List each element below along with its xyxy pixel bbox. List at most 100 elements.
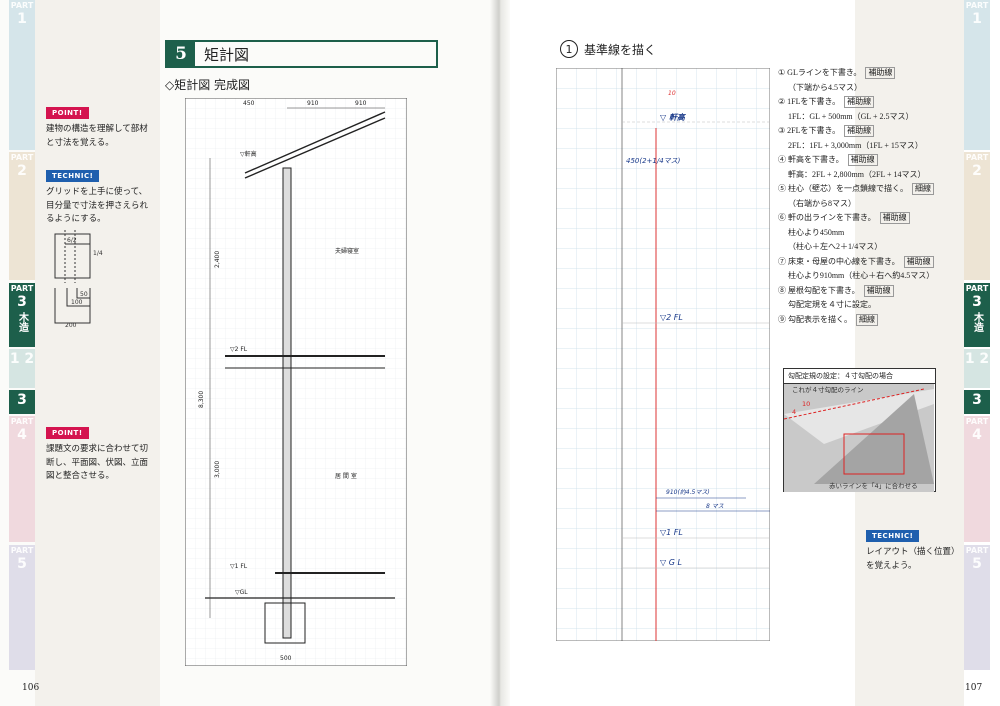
photo-label: 赤いラインを「4」に合わせる (829, 481, 918, 490)
step-text: 勾配表示を描く。 (788, 314, 852, 324)
step-text: 屋根勾配を下書き。 (788, 285, 860, 295)
step-detail: （柱心＋左へ2＋1/4マス） (788, 242, 883, 251)
dim-label: 2,400 (214, 251, 221, 268)
step-num: ⑨ (778, 314, 786, 324)
level-label: ▽1 FL (660, 528, 683, 537)
instruction-item: ⑤ 柱心（壁芯）を一点鎖線で描く。細線（右端から8マス） (778, 182, 962, 211)
diagram-label: 1/4 (93, 250, 103, 257)
step-detail: 軒高：2FL + 2,800mm（2FL + 14マス） (788, 169, 926, 179)
line-type-tag: 補助線 (863, 284, 894, 297)
instruction-item: ④ 軒高を下書き。補助線軒高：2FL + 2,800mm（2FL + 14マス） (778, 153, 962, 182)
instruction-item: ⑥ 軒の出ラインを下書き。補助線柱心より450mm（柱心＋左へ2＋1/4マス） (778, 211, 962, 255)
right-sidebar (855, 0, 964, 706)
tab-number: 4 (972, 426, 982, 443)
step-detail: （右端から8マス） (788, 198, 856, 208)
tab-number: 5 (17, 555, 27, 572)
step-num: ③ (778, 126, 786, 135)
step-num: ④ (778, 155, 786, 164)
part-tab[interactable]: 1 2 (964, 349, 990, 388)
line-type-tag: 補助線 (903, 255, 934, 268)
dim-label: 910 (355, 100, 367, 107)
dim-label: 8,300 (198, 391, 205, 408)
line-type-tag: 補助線 (844, 96, 875, 108)
tab-label: 木造 (16, 311, 28, 332)
step-title: 基準線を描く (584, 42, 657, 57)
part-tab[interactable]: 3 (964, 390, 990, 414)
point-text: 課題文の要求に合わせて切断し、平面図、伏図、立面図と整合させる。 (46, 444, 149, 482)
technic-text: レイアウト（描く位置）を覚えよう。 (866, 547, 960, 571)
point-note-1: POINT! 建物の構造を理解して部材と寸法を覚える。 (46, 100, 150, 150)
step-num: ⑤ (778, 184, 786, 193)
dim-label: 450(2+1/4マス) (626, 157, 681, 165)
level-label: ▽2 FL (230, 346, 248, 353)
room-label: 居 間 室 (335, 472, 357, 480)
tab-number: 1 2 (9, 351, 35, 367)
step-text: 1FLを下書き。 (787, 97, 841, 106)
step-num: ① (778, 68, 786, 77)
step-num: ⑦ (778, 256, 786, 266)
point-badge: POINT! (46, 427, 89, 439)
level-label: ▽1 FL (230, 563, 248, 570)
section-number: 5 (167, 42, 195, 66)
step-number: 1 (560, 40, 578, 58)
point-text: 建物の構造を理解して部材と寸法を覚える。 (46, 124, 148, 148)
level-label: ▽軒高 (240, 150, 257, 158)
dim-label: 500 (280, 655, 292, 662)
tab-part: PART (10, 153, 34, 162)
dim-label: 3,000 (214, 461, 221, 478)
tab-part: PART (10, 546, 34, 555)
step-heading: 1 基準線を描く (560, 40, 656, 58)
step-detail: 2FL：1FL + 3,000mm（1FL + 15マス） (788, 140, 923, 150)
dim-label: 910 (307, 100, 319, 107)
section-heading: 5 矩計図 (165, 40, 438, 68)
section-title: 矩計図 (204, 45, 250, 64)
level-label: ▽ 軒高 (660, 113, 687, 122)
ratio-label: 10 (802, 400, 810, 408)
technic-note-right: TECHNIC! レイアウト（描く位置）を覚えよう。 (866, 523, 961, 573)
drawing-subtitle: ◇矩計図 完成図 (165, 78, 251, 92)
tab-number: 1 (17, 10, 27, 27)
diagram-label: 200 (65, 322, 77, 328)
tab-number: 2 (17, 162, 27, 179)
level-label: ▽ G L (660, 558, 682, 567)
tab-number: 1 2 (964, 351, 990, 367)
step-num: ⑧ (778, 285, 786, 295)
tab-number: 4 (17, 426, 27, 443)
instruction-item: ① GLラインを下書き。補助線（下端から4.5マス） (778, 66, 962, 95)
step-text: GLラインを下書き。 (787, 68, 862, 77)
step-detail: 勾配定規を４寸に設定。 (788, 300, 876, 309)
tab-part: PART (965, 1, 989, 10)
book-gutter (490, 0, 510, 706)
line-type-tag: 補助線 (844, 125, 875, 137)
step-text: 床束・母屋の中心線を下書き。 (788, 256, 900, 266)
step-detail: 柱心より910mm（柱心＋右へ約4.5マス） (788, 271, 935, 280)
line-type-tag: 細線 (856, 313, 878, 326)
page-number: 106 (22, 683, 40, 693)
photo-caption: 勾配定規の設定：４寸勾配の場合 (784, 369, 935, 384)
instruction-item: ⑦ 床束・母屋の中心線を下書き。補助線柱心より910mm（柱心＋右へ約4.5マス… (778, 255, 962, 284)
part-tab[interactable]: 1 2 (9, 349, 35, 388)
room-label: 夫婦寝室 (335, 247, 359, 255)
diagram-label: 6/2 (67, 237, 77, 244)
slope-label: 10 (668, 90, 676, 97)
line-type-tag: 補助線 (879, 212, 910, 224)
level-label: ▽GL (235, 589, 248, 596)
tab-number: 1 (972, 10, 982, 27)
tab-number: 3 (972, 392, 982, 408)
tab-label: 木造 (971, 311, 983, 332)
technic-text: グリッドを上手に使って、目分量で寸法を押さえられるようにする。 (46, 187, 149, 225)
part-tab[interactable]: 3 (9, 390, 35, 414)
slope-ruler-photo: 勾配定規の設定：４寸勾配の場合 これが４寸勾配のライン 10 4 赤いラインを「… (783, 368, 936, 492)
tab-number: 3 (17, 392, 27, 408)
